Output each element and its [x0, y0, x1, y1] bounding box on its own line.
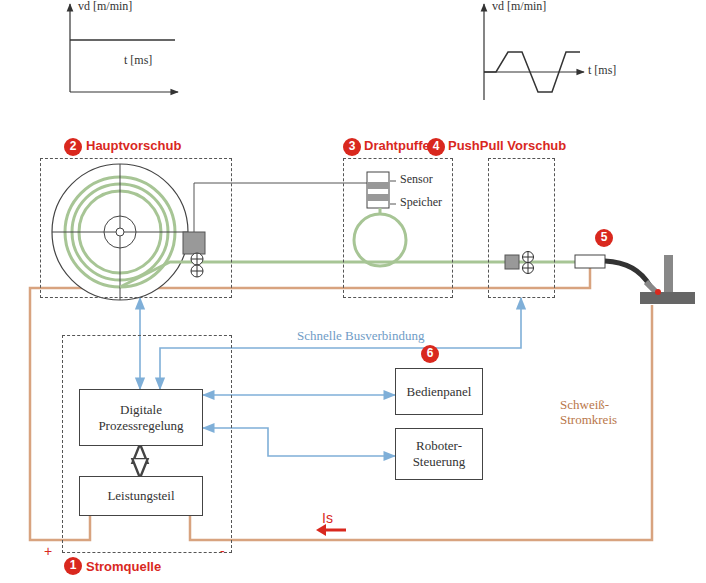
feed-rollers: [183, 232, 205, 277]
box-text: Roboter-Steuerung: [402, 438, 476, 469]
process-box: Bedienpanel: [395, 368, 483, 415]
welding-circuit: [30, 268, 652, 540]
group-heading: Drahtpuffer: [364, 138, 435, 153]
wire-spool: [52, 164, 188, 300]
polarity-label: +: [44, 543, 52, 559]
sensor-wire: [194, 183, 367, 232]
power-source-group: StromquelleDigitale ProzessregelungLeist…: [62, 335, 232, 553]
part-label: Speicher: [400, 196, 442, 210]
group-heading: PushPull Vorschub: [448, 138, 566, 153]
callout-number: 4: [427, 138, 445, 156]
box-text: Bedienpanel: [407, 384, 472, 400]
welding-torch: [575, 255, 656, 292]
axis-label: vd [m/min]: [78, 0, 132, 14]
process-box: Digitale Prozessregelung: [79, 389, 203, 446]
current-arrow: [324, 529, 346, 532]
callout-number: 1: [64, 557, 82, 575]
pushpull-rollers: [505, 251, 534, 274]
process-box: Roboter-Steuerung: [395, 428, 483, 480]
speed-graph: [70, 4, 178, 92]
internal-link: [139, 446, 142, 476]
axis-label: t [ms]: [588, 64, 616, 78]
callout-number: 3: [343, 138, 361, 156]
bus-label: Schnelle Busverbindung: [295, 328, 426, 344]
wire-buffer: [354, 172, 406, 266]
bus-connector: [139, 298, 141, 389]
pushpull-group: PushPull Vorschub: [488, 158, 555, 298]
box-text: Digitale Prozessregelung: [86, 402, 196, 433]
current-label: Is: [322, 510, 333, 526]
feeder-group: Hauptvorschub: [40, 158, 232, 298]
circuit-label: Schweiß-Stromkreis: [560, 398, 642, 428]
speed-graph: [484, 4, 584, 100]
callout-number: 6: [421, 345, 439, 363]
callout-number: 2: [64, 138, 82, 156]
axis-label: t [ms]: [124, 54, 152, 68]
workpiece: [640, 255, 695, 304]
part-label: Sensor: [400, 173, 433, 187]
axis-label: vd [m/min]: [492, 0, 546, 14]
callout-number: 5: [595, 229, 613, 247]
box-text: Leistungsteil: [107, 488, 174, 504]
group-heading: Hauptvorschub: [86, 138, 181, 153]
process-box: Leistungsteil: [79, 476, 203, 516]
polarity-label: -: [220, 543, 225, 559]
buffer-group: Drahtpuffer: [343, 158, 453, 298]
group-heading: Stromquelle: [86, 559, 161, 574]
